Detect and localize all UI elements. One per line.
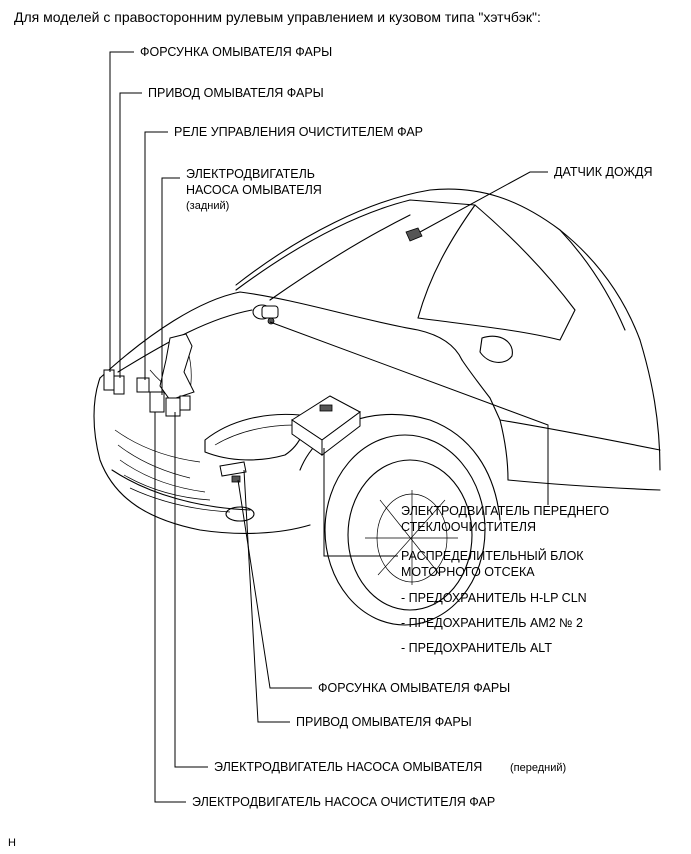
label-fuse-hlp-cln: - ПРЕДОХРАНИТЕЛЬ H-LP CLN [401, 591, 587, 605]
footer-mark: H [8, 837, 16, 849]
label-headlamp-washer-actuator-top: ПРИВОД ОМЫВАТЕЛЯ ФАРЫ [148, 86, 324, 100]
label-engine-room-jb-2: МОТОРНОГО ОТСЕКА [401, 565, 535, 579]
labels: ФОРСУНКА ОМЫВАТЕЛЯ ФАРЫ ПРИВОД ОМЫВАТЕЛЯ… [8, 45, 652, 849]
label-fuse-alt: - ПРЕДОХРАНИТЕЛЬ ALT [401, 641, 552, 655]
label-rain-sensor: ДАТЧИК ДОЖДЯ [554, 165, 652, 179]
washer-reservoir-part [149, 333, 195, 417]
label-front-wiper-motor-2: СТЕКЛООЧИСТИТЕЛЯ [401, 520, 536, 534]
label-headlamp-washer-nozzle-bottom: ФОРСУНКА ОМЫВАТЕЛЯ ФАРЫ [318, 681, 510, 695]
headlamp-cleaner-relay-part [136, 377, 150, 393]
leader-lines [109, 51, 549, 803]
components [103, 227, 423, 483]
engine-room-junction-block-part [291, 395, 361, 457]
car-illustration [93, 188, 661, 626]
rain-sensor-part [405, 227, 423, 242]
headlamp-washer-nozzle-part [219, 461, 247, 483]
label-front-wiper-motor-1: ЭЛЕКТРОДВИГАТЕЛЬ ПЕРЕДНЕГО [401, 504, 609, 518]
headlamp-washer-left-part [103, 369, 125, 395]
diagram-caption: Для моделей с правосторонним рулевым упр… [14, 9, 541, 25]
front-wiper-motor-part [252, 304, 279, 325]
label-washer-motor-front-note: (передний) [510, 762, 566, 774]
label-headlamp-cleaner-motor: ЭЛЕКТРОДВИГАТЕЛЬ НАСОСА ОЧИСТИТЕЛЯ ФАР [192, 795, 495, 809]
label-washer-motor-rear-1: ЭЛЕКТРОДВИГАТЕЛЬ [186, 167, 315, 181]
label-fuse-am2: - ПРЕДОХРАНИТЕЛЬ AM2 № 2 [401, 616, 583, 630]
label-headlamp-washer-actuator-bottom: ПРИВОД ОМЫВАТЕЛЯ ФАРЫ [296, 715, 472, 729]
label-headlamp-washer-nozzle-top: ФОРСУНКА ОМЫВАТЕЛЯ ФАРЫ [140, 45, 332, 59]
label-washer-motor-rear-3: (задний) [186, 200, 229, 212]
label-engine-room-jb-1: РАСПРЕДЕЛИТЕЛЬНЫЙ БЛОК [401, 548, 584, 563]
label-washer-motor-front: ЭЛЕКТРОДВИГАТЕЛЬ НАСОСА ОМЫВАТЕЛЯ [214, 760, 482, 774]
label-washer-motor-rear-2: НАСОСА ОМЫВАТЕЛЯ [186, 183, 322, 197]
label-headlamp-cleaner-relay: РЕЛЕ УПРАВЛЕНИЯ ОЧИСТИТЕЛЕМ ФАР [174, 125, 423, 139]
